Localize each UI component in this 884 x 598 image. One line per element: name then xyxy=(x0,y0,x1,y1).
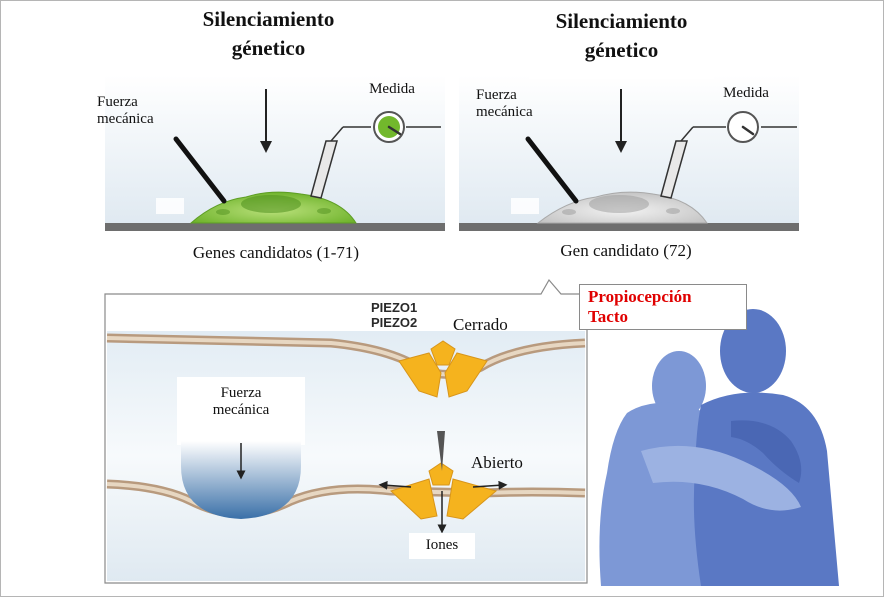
closed-state-label: Cerrado xyxy=(453,315,508,334)
ions-label-box xyxy=(409,533,475,559)
open-membrane-inner xyxy=(106,482,586,516)
detail-panel xyxy=(104,278,588,584)
right-cell-organelle xyxy=(666,208,680,214)
left-force-label: Fuerza mecánica xyxy=(97,94,154,128)
detail-force-label: Fuerza mecánica xyxy=(212,385,270,419)
right-measure-label: Medida xyxy=(723,85,769,101)
left-cell-organelle xyxy=(216,209,230,215)
open-channel-icon xyxy=(390,462,498,520)
left-force-probe xyxy=(173,136,227,204)
left-substrate xyxy=(105,223,445,231)
right-gauge-icon xyxy=(727,111,759,143)
ions-label: Iones xyxy=(425,537,459,553)
right-force-label: Fuerza mecánica xyxy=(476,87,533,121)
right-slide-mark xyxy=(511,198,539,214)
open-state-label: Abierto xyxy=(471,453,523,472)
hugging-people-silhouette-icon xyxy=(599,309,839,586)
right-cell-nucleus xyxy=(589,195,649,213)
right-pipette xyxy=(660,126,797,199)
right-panel xyxy=(459,75,799,231)
tension-arrow-left xyxy=(378,480,412,490)
force-dome xyxy=(181,441,301,519)
left-cell-organelle xyxy=(317,208,331,214)
closed-channel-icon xyxy=(398,340,488,398)
tension-arrow-right xyxy=(472,480,508,490)
propioception-touch-callout: Propiocepción Tacto xyxy=(579,284,747,330)
left-cell-nucleus xyxy=(241,195,301,213)
left-panel-title: Silenciamiento génetico xyxy=(176,5,361,77)
pore-beam xyxy=(437,431,445,471)
left-gauge-icon xyxy=(373,111,405,143)
left-panel-caption: Genes candidatos (1-71) xyxy=(192,243,360,262)
right-panel-caption: Gen candidato (72) xyxy=(560,241,692,260)
left-pipette xyxy=(310,126,441,199)
right-force-probe xyxy=(525,136,579,204)
right-panel-title: Silenciamiento génetico xyxy=(529,7,714,79)
right-cell-organelle xyxy=(562,209,576,215)
left-slide-mark xyxy=(156,198,184,214)
piezo-channel-names: PIEZO1 PIEZO2 xyxy=(371,300,418,330)
force-label-box xyxy=(177,377,305,445)
left-measure-label: Medida xyxy=(369,81,415,97)
right-substrate xyxy=(459,223,799,231)
left-panel xyxy=(105,75,445,231)
